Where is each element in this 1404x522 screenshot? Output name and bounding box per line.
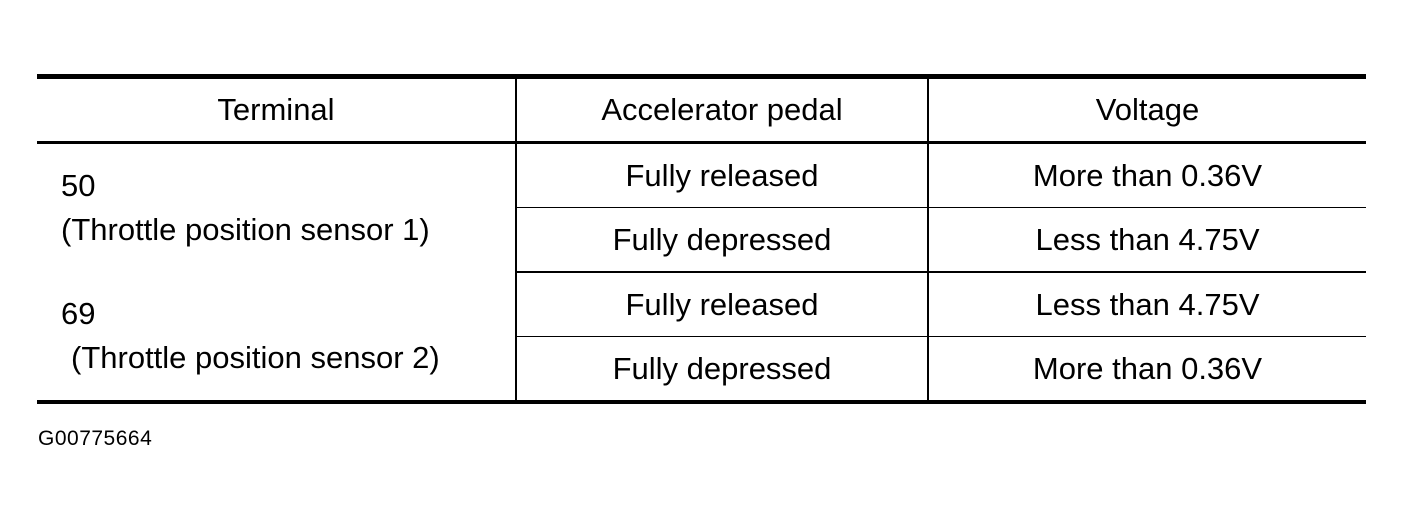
terminal-number: 50: [61, 168, 96, 203]
terminal-description: (Throttle position sensor 2): [71, 340, 440, 375]
pedal-state-cell: Fully depressed: [515, 336, 928, 402]
voltage-cell: Less than 4.75V: [927, 207, 1366, 273]
header-terminal: Terminal: [37, 76, 516, 144]
terminal-description: (Throttle position sensor 1): [61, 212, 430, 247]
voltage-cell: Less than 4.75V: [927, 272, 1366, 337]
figure-code: G00775664: [38, 427, 153, 450]
terminal-cell-50: 50 (Throttle position sensor 1): [37, 143, 516, 273]
table-row: Fully depressed More than 0.36V: [37, 336, 1366, 402]
voltage-cell: More than 0.36V: [927, 336, 1366, 402]
table-row: Fully depressed Less than 4.75V: [37, 207, 1366, 273]
pedal-state-cell: Fully depressed: [515, 207, 928, 273]
pedal-state-cell: Fully released: [515, 142, 928, 208]
voltage-cell: More than 0.36V: [927, 142, 1366, 208]
table-row: 50 (Throttle position sensor 1) Fully re…: [37, 142, 1366, 247]
table-row: 69 (Throttle position sensor 2) Fully re…: [37, 272, 1366, 375]
terminal-cell-69: 69 (Throttle position sensor 2): [37, 272, 516, 402]
header-voltage: Voltage: [927, 76, 1366, 144]
pedal-state-cell: Fully released: [515, 272, 928, 337]
table-header-row: Terminal Accelerator pedal Voltage: [37, 76, 1366, 144]
header-accelerator-pedal: Accelerator pedal: [515, 76, 928, 144]
terminal-voltage-table: Terminal Accelerator pedal Voltage 50 (T…: [37, 74, 1366, 404]
terminal-number: 69: [61, 296, 96, 331]
